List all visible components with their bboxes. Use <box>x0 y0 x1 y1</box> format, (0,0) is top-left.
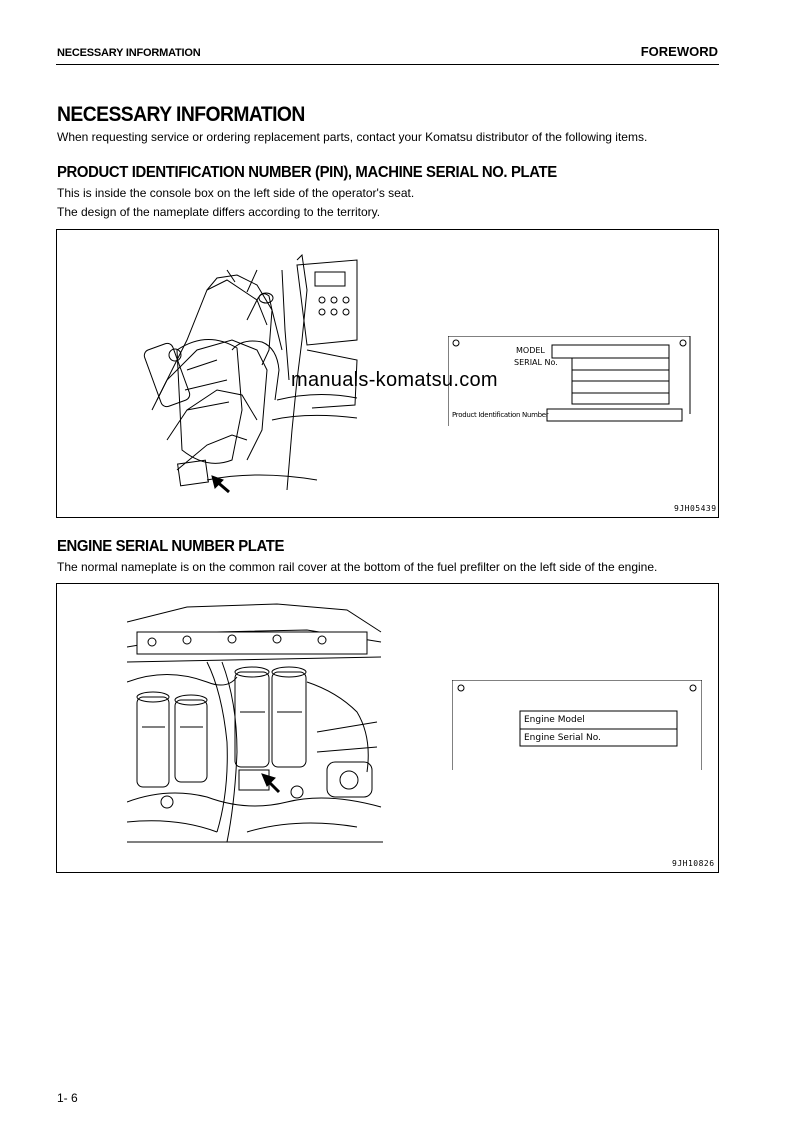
watermark: manuals-komatsu.com <box>291 369 498 391</box>
plate-serial-label: SERIAL No. <box>514 358 558 367</box>
engine-illustration <box>127 603 383 843</box>
running-header-section: NECESSARY INFORMATION <box>57 47 201 59</box>
figure-box-engine: Engine Model Engine Serial No. 9JH10826 <box>56 583 719 873</box>
figure-code-1: 9JH05439 <box>674 504 717 513</box>
section2-heading: ENGINE SERIAL NUMBER PLATE <box>57 538 285 555</box>
engine-serial-plate <box>452 680 702 770</box>
section1-line1: This is inside the console box on the le… <box>57 186 415 200</box>
figure-code-2: 9JH10826 <box>672 859 715 868</box>
figure-box-pin: MODEL SERIAL No. Product Identification … <box>56 229 719 518</box>
plate-pin-label: Product Identification Number <box>452 411 549 419</box>
intro-text: When requesting service or ordering repl… <box>57 130 648 144</box>
plate-engine-model-label: Engine Model <box>524 715 585 725</box>
section2-line1: The normal nameplate is on the common ra… <box>57 560 658 574</box>
running-header-chapter: FOREWORD <box>640 44 718 59</box>
page-title: NECESSARY INFORMATION <box>57 103 305 126</box>
cab-console-illustration <box>143 253 358 494</box>
plate-model-label: MODEL <box>516 346 545 355</box>
section1-heading: PRODUCT IDENTIFICATION NUMBER (PIN), MAC… <box>57 164 557 181</box>
header-rule <box>56 64 719 65</box>
plate-engine-serial-label: Engine Serial No. <box>524 733 601 743</box>
machine-serial-plate <box>448 336 691 426</box>
page-number: 1- 6 <box>57 1091 78 1105</box>
section1-line2: The design of the nameplate differs acco… <box>57 205 381 219</box>
